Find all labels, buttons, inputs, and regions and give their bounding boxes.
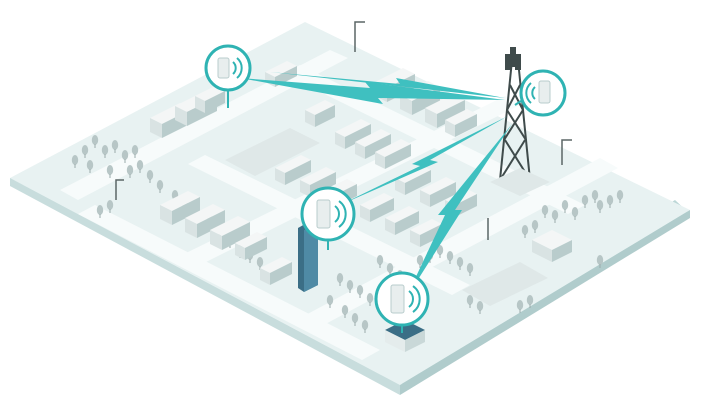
tree <box>336 273 344 283</box>
highrise-tower <box>298 205 318 292</box>
tree <box>551 210 559 220</box>
building <box>185 204 225 238</box>
tree <box>96 205 104 215</box>
access-point-tower[interactable] <box>514 69 567 117</box>
building <box>195 86 225 113</box>
building <box>385 206 419 235</box>
tree <box>606 195 614 205</box>
tree <box>361 320 369 330</box>
tree <box>561 200 569 210</box>
tree <box>476 301 484 311</box>
wireless-links <box>240 72 512 300</box>
tree <box>326 295 334 305</box>
tree <box>256 257 264 267</box>
tree <box>156 180 164 190</box>
tree <box>531 220 539 230</box>
tree <box>341 305 349 315</box>
landmark-buildings <box>298 205 572 352</box>
tree <box>466 295 474 305</box>
building <box>420 177 456 207</box>
tree <box>121 150 129 160</box>
building <box>160 191 200 225</box>
tree <box>386 263 394 273</box>
building <box>375 139 411 169</box>
building <box>235 232 267 260</box>
tree <box>526 295 534 305</box>
cell-tower <box>499 47 531 181</box>
building <box>410 219 442 247</box>
link-to-center <box>340 116 508 205</box>
tree <box>591 190 599 200</box>
tree <box>516 300 524 310</box>
tree <box>346 280 354 290</box>
building <box>395 165 431 195</box>
building <box>260 257 292 285</box>
road-main-diagonal <box>60 50 348 200</box>
tree <box>366 293 374 303</box>
tree <box>91 135 99 145</box>
parking-lots <box>225 128 548 306</box>
link-to-topleft <box>240 78 505 104</box>
tree <box>456 257 464 267</box>
access-point-center[interactable] <box>300 186 356 250</box>
gas-station <box>532 230 572 262</box>
tree <box>86 160 94 170</box>
tree <box>581 195 589 205</box>
buildings <box>150 61 477 285</box>
ground-edge-right <box>400 210 690 395</box>
tree <box>521 225 529 235</box>
tree <box>106 200 114 210</box>
tree <box>71 155 79 165</box>
tree <box>416 255 424 265</box>
link-to-topblock <box>270 72 505 98</box>
access-point-bottom[interactable] <box>374 271 430 333</box>
tree <box>111 140 119 150</box>
building <box>355 129 391 159</box>
tree <box>131 145 139 155</box>
building <box>275 155 311 185</box>
building <box>335 119 371 149</box>
tree <box>106 165 114 175</box>
access-point-topleft[interactable] <box>204 44 252 108</box>
tree <box>446 251 454 261</box>
building <box>445 109 477 137</box>
tree <box>101 145 109 155</box>
tree <box>376 255 384 265</box>
street-lamps <box>115 21 572 240</box>
tree <box>541 205 549 215</box>
tree <box>81 145 89 155</box>
tree <box>146 170 154 180</box>
tree <box>596 255 604 265</box>
building <box>210 216 250 250</box>
tree <box>436 245 444 255</box>
building <box>360 193 394 222</box>
tree <box>466 263 474 273</box>
link-to-bottom <box>405 124 512 300</box>
tree <box>351 313 359 323</box>
parking-lot-center <box>225 128 320 176</box>
tree <box>136 160 144 170</box>
building <box>305 100 335 127</box>
tree <box>571 207 579 217</box>
tree <box>126 165 134 175</box>
tree <box>596 200 604 210</box>
tower-base <box>490 168 550 196</box>
parking-lot-right <box>462 262 548 306</box>
ground-edge <box>10 178 400 395</box>
tree <box>356 285 364 295</box>
tree <box>616 190 624 200</box>
road-cross-left <box>78 205 380 360</box>
